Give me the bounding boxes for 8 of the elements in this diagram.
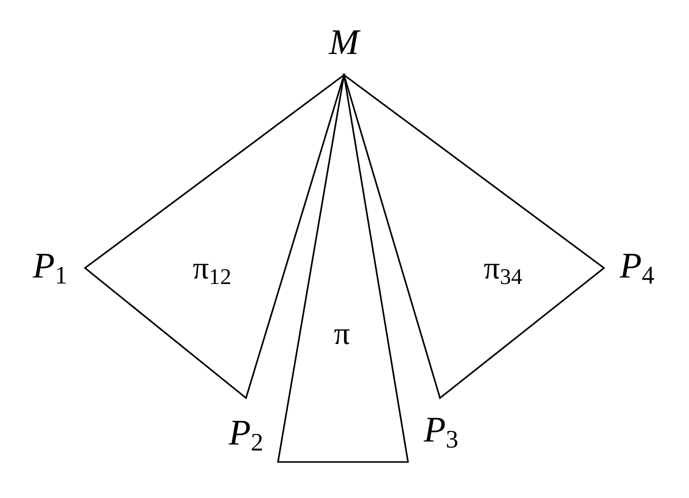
region-label: π$_{34}$ — [484, 252, 522, 288]
point-label: P$_{1}$ — [32, 247, 68, 289]
region-label: π$_{12}$ — [192, 252, 232, 288]
region-label: π — [334, 317, 350, 349]
point-label: P$_{4}$ — [620, 247, 654, 289]
point-label: P$_{2}$ — [228, 414, 264, 456]
point-label: P$_{3}$ — [424, 411, 458, 453]
point-label: M — [329, 24, 359, 60]
